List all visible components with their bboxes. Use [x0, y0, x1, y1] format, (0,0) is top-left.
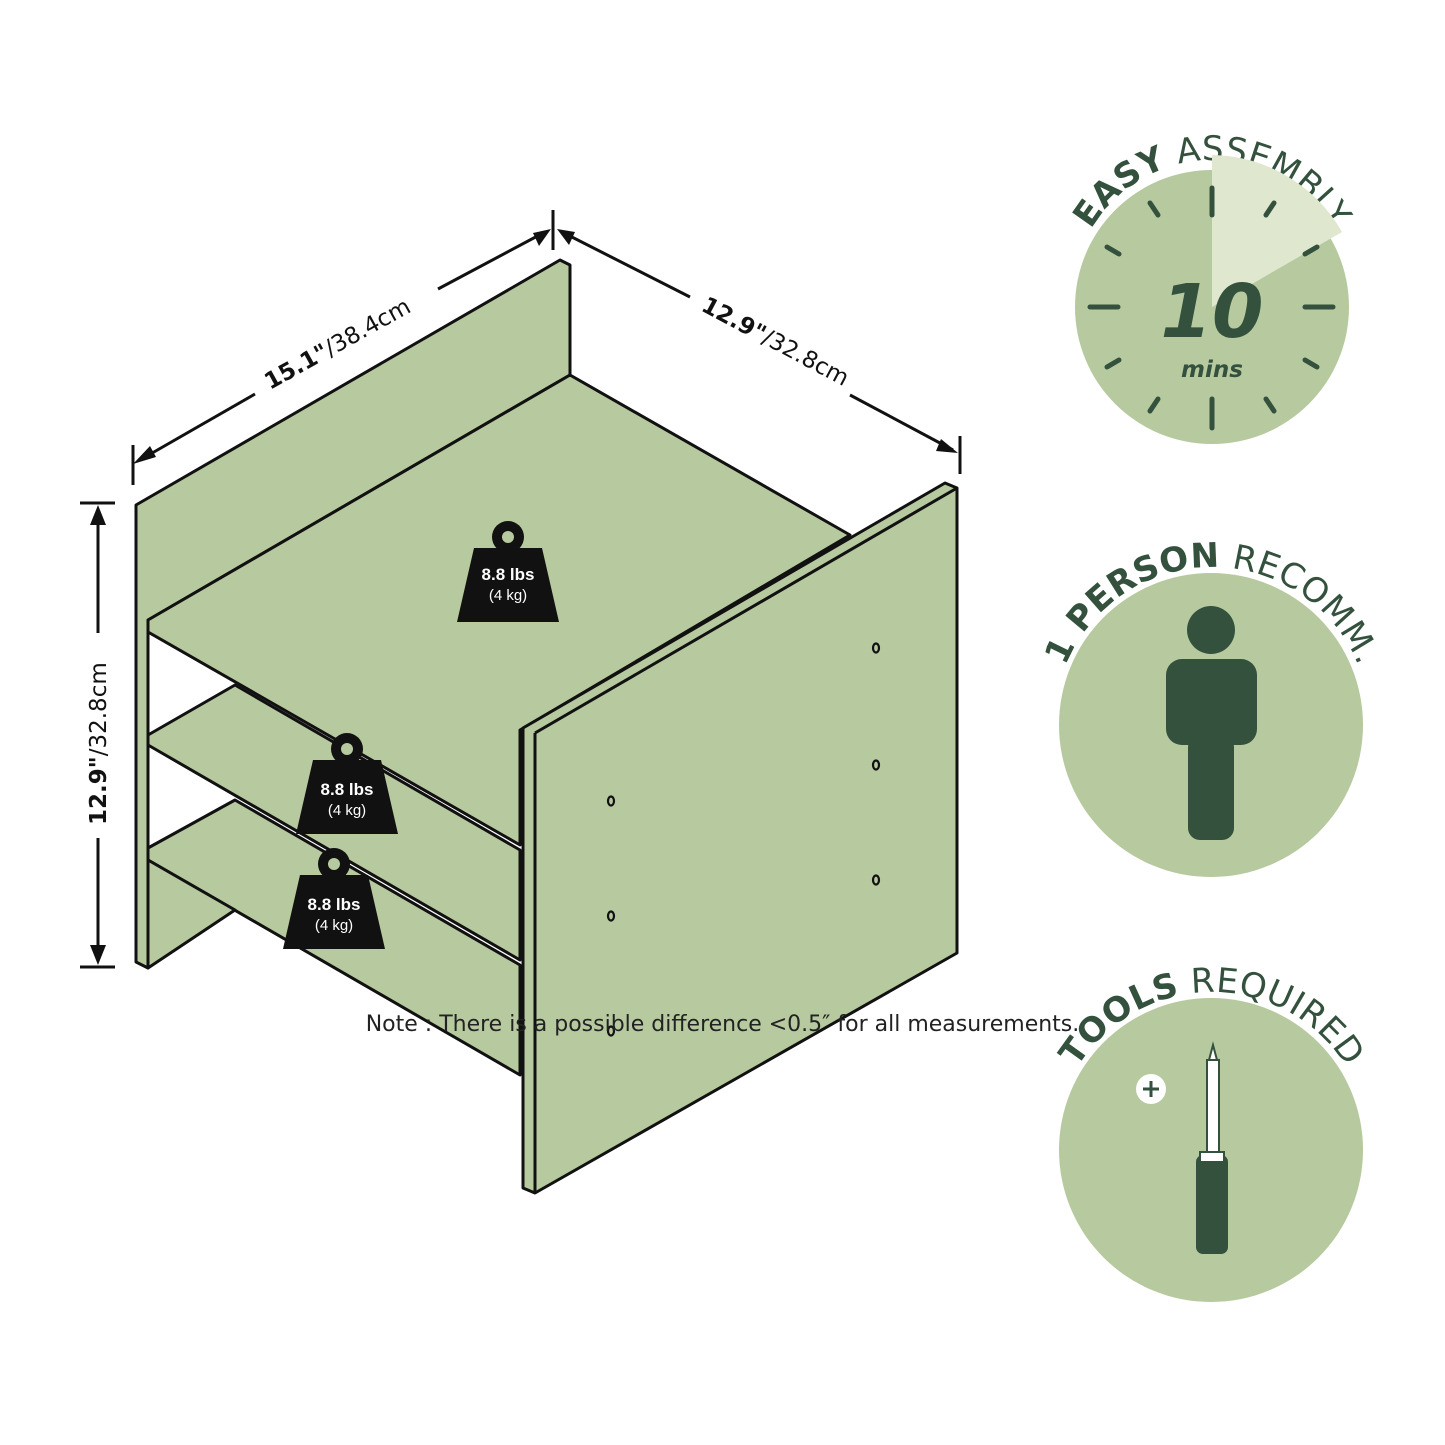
- measurement-note: Note : There is a possible difference <0…: [365, 1012, 1080, 1037]
- one-person-badge: 1 PERSON RECOMM.: [1037, 536, 1387, 877]
- depth-label: 12.9"/32.8cm: [697, 292, 853, 391]
- weight-tag-bottom: 8.8 lbs (4 kg): [283, 848, 385, 949]
- weight-kg: (4 kg): [315, 917, 353, 934]
- weight-lbs: 8.8 lbs: [308, 895, 361, 914]
- weight-tag-middle: 8.8 lbs (4 kg): [296, 733, 398, 834]
- assembly-unit: mins: [1181, 357, 1243, 383]
- assembly-minutes: 10: [1161, 269, 1264, 355]
- shelf-illustration: [134, 258, 959, 1195]
- person-icon: [1166, 606, 1257, 840]
- clock-highlight: [1212, 155, 1342, 307]
- weight-kg: (4 kg): [489, 587, 527, 604]
- pin-holes: [606, 642, 881, 1037]
- easy-assembly-badge: EASY ASSEMBLY 10 mins: [1065, 129, 1358, 444]
- weight-lbs: 8.8 lbs: [482, 565, 535, 584]
- screwdriver-icon: [1196, 1041, 1228, 1254]
- height-label: 12.9"/32.8cm: [86, 662, 112, 825]
- side-panel: [521, 481, 959, 1195]
- weight-kg: (4 kg): [328, 802, 366, 819]
- weight-lbs: 8.8 lbs: [321, 780, 374, 799]
- dimension-lines: [80, 210, 962, 969]
- phillips-symbol-icon: [1136, 1074, 1166, 1104]
- clock-ticks: [1087, 185, 1336, 431]
- back-panel-edge: [146, 858, 237, 970]
- weight-tag-top: 8.8 lbs (4 kg): [457, 521, 559, 622]
